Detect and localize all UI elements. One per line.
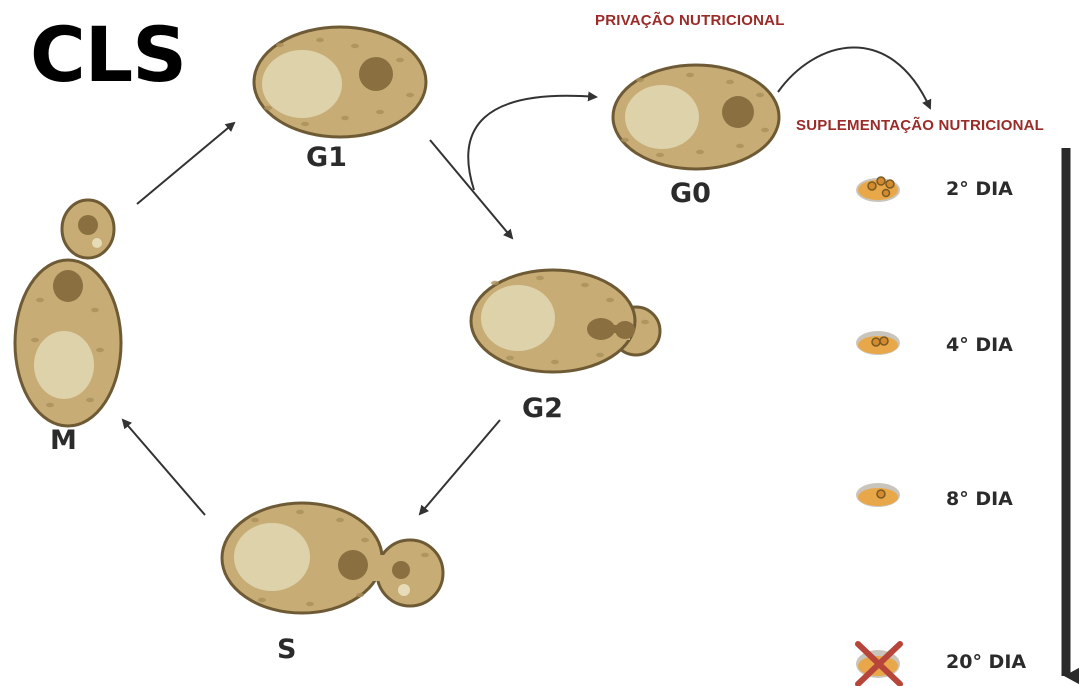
petri-dish-day-20 <box>856 644 900 684</box>
g0-cell <box>613 65 779 169</box>
supplementation-label: SUPLEMENTAÇÃO NUTRICIONAL <box>796 117 1044 134</box>
petri-dish-day-8 <box>856 483 900 507</box>
phase-label-g0: G0 <box>670 178 711 209</box>
g1-cell <box>254 27 426 137</box>
arrow-m-to-g1 <box>137 123 234 204</box>
arrow-g0-to-supplementation <box>778 47 930 108</box>
arrow-g1-to-g2 <box>430 140 512 238</box>
day-label-20: 20° DIA <box>946 651 1026 673</box>
m-cell <box>15 200 121 426</box>
arrow-g2-to-s <box>420 420 500 514</box>
day-label-4: 4° DIA <box>946 334 1013 356</box>
privation-label: PRIVAÇÃO NUTRICIONAL <box>595 12 785 29</box>
arrow-g1-to-g0 <box>468 96 596 190</box>
s-cell <box>222 503 443 613</box>
arrow-s-to-m <box>123 420 205 515</box>
phase-label-g1: G1 <box>306 142 347 173</box>
phase-label-m: M <box>50 425 77 456</box>
petri-dish-day-4 <box>856 331 900 355</box>
phase-label-s: S <box>277 634 296 665</box>
diagram-title: CLS <box>30 10 186 99</box>
day-label-2: 2° DIA <box>946 178 1013 200</box>
petri-dish-day-2 <box>856 177 900 202</box>
day-label-8: 8° DIA <box>946 488 1013 510</box>
g2-cell <box>471 270 660 372</box>
phase-label-g2: G2 <box>522 393 563 424</box>
